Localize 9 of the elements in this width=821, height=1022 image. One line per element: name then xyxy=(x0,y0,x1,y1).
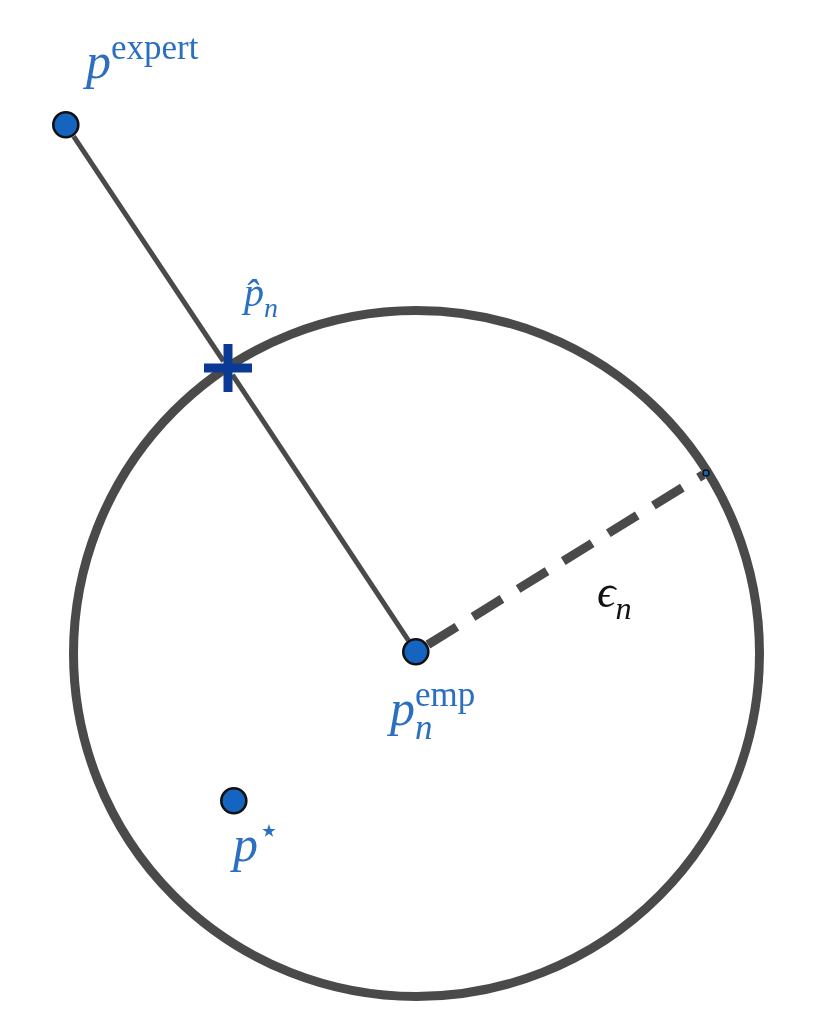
data-point xyxy=(220,787,248,815)
data-point xyxy=(402,638,430,666)
math-label: p$^{expert}$ xyxy=(79,30,206,90)
math-label: p̂$_{n}$ xyxy=(238,273,284,324)
connector-line xyxy=(230,373,411,642)
data-point xyxy=(52,111,80,139)
math-label: p$^{⋆}$ xyxy=(226,813,287,873)
math-label: ϵ$_{n}$ xyxy=(596,569,633,628)
connector-line xyxy=(71,135,226,363)
